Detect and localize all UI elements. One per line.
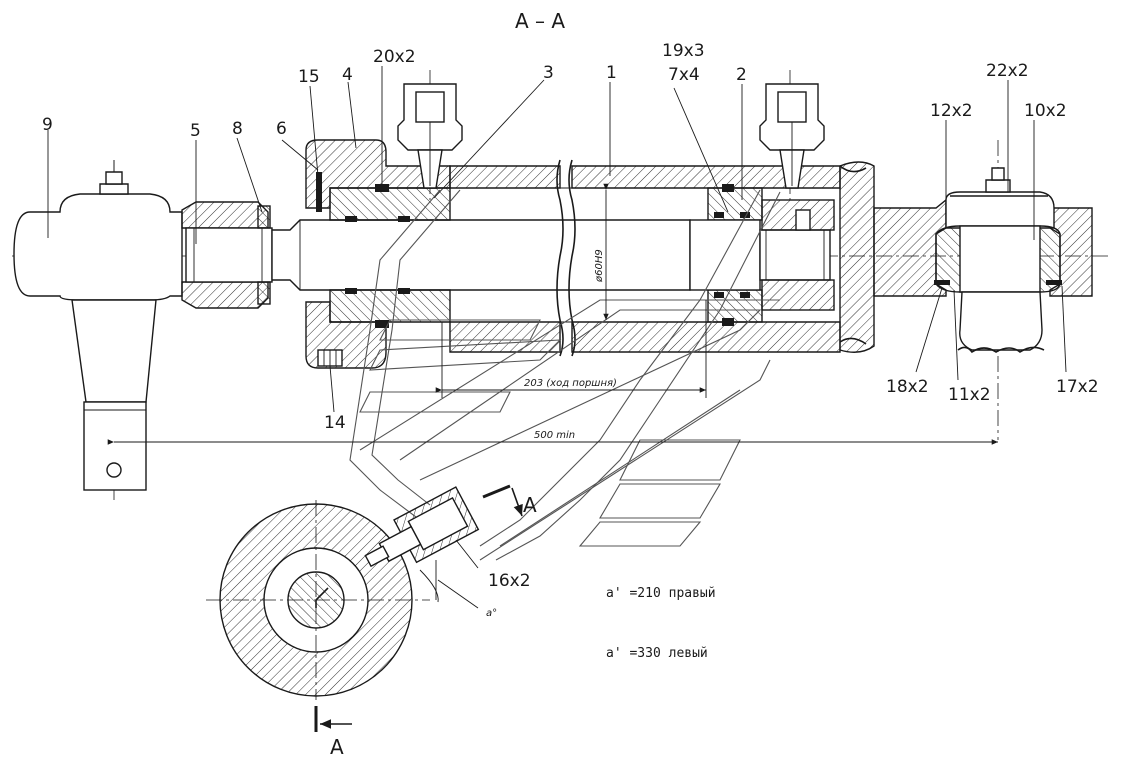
label-part-15: 15 [298, 67, 320, 87]
label-part-1: 1 [606, 63, 617, 83]
stroke-dimension: 203 (ход поршня) [524, 378, 617, 389]
label-part-6: 6 [276, 119, 287, 139]
label-part-5: 5 [190, 121, 201, 141]
section-mark-lower: A [330, 735, 344, 759]
label-part-16: 16x2 [488, 571, 531, 591]
hydraulic-fitting-right [759, 83, 825, 189]
piston [689, 184, 835, 326]
label-part-8: 8 [232, 119, 243, 139]
piston-rod [271, 219, 691, 291]
label-part-18: 18x2 [886, 377, 929, 397]
section-marker-lower: A [314, 706, 352, 759]
label-part-14: 14 [324, 413, 346, 433]
label-part-19: 19x3 [662, 41, 705, 61]
label-part-3: 3 [543, 63, 554, 83]
label-part-20: 20x2 [373, 47, 416, 67]
label-part-12: 12x2 [930, 101, 973, 121]
section-title: А – А [515, 9, 565, 33]
rod-connector [181, 201, 273, 309]
label-part-11: 11x2 [948, 385, 991, 405]
leader-lines [47, 66, 1067, 569]
left-tie-rod-end [13, 160, 183, 491]
label-part-22: 22x2 [986, 61, 1029, 81]
angle-label: a° [486, 608, 497, 619]
end-cap [839, 161, 875, 353]
hydraulic-fitting-left [397, 83, 463, 189]
label-part-17: 17x2 [1056, 377, 1099, 397]
section-mark-upper: A [523, 493, 537, 517]
note-left: a' =330 левый [606, 646, 708, 661]
section-marker-upper: A [482, 484, 537, 517]
dimension-stroke: 203 (ход поршня) [435, 300, 707, 398]
section-view-a [206, 486, 480, 700]
label-part-9: 9 [42, 115, 53, 135]
label-part-4: 4 [342, 65, 353, 85]
bore-dimension: ø60Н9 [594, 249, 605, 283]
length-dimension: 500 min [534, 430, 575, 441]
label-part-7: 7x4 [668, 65, 700, 85]
dimension-length: 500 min [107, 430, 998, 445]
part-labels: 9 5 8 6 15 4 20x2 3 1 19x3 7x4 2 22x2 12… [42, 41, 1099, 619]
label-part-10: 10x2 [1024, 101, 1067, 121]
note-right: a' =210 правый [606, 586, 716, 601]
right-ball-joint [873, 167, 1093, 354]
notes: a' =210 правый a' =330 левый [606, 586, 716, 661]
label-part-2: 2 [736, 65, 747, 85]
dimension-bore: ø60Н9 [594, 183, 609, 320]
